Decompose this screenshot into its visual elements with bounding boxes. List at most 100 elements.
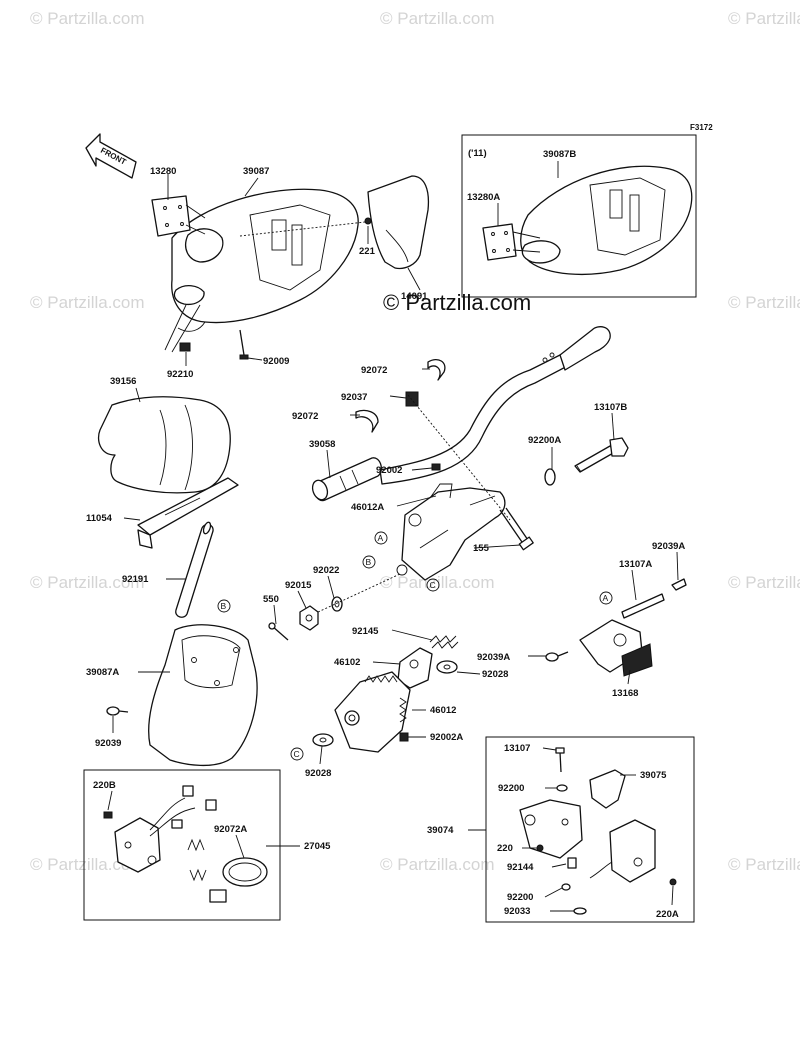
- cover-39156: [97, 396, 231, 494]
- ref-circle-a: A: [374, 531, 388, 545]
- part-label: 92200A: [528, 435, 561, 446]
- figure-code: F3172: [690, 123, 713, 132]
- spring-icon: [187, 838, 207, 882]
- steering-holder-46012A: [396, 483, 506, 581]
- lower-cover-39087A: [148, 624, 258, 767]
- leader-line: [512, 231, 541, 239]
- wire: [149, 797, 186, 831]
- watermark-text: © Partzilla.com: [728, 855, 800, 874]
- part-label: 92028: [482, 669, 508, 680]
- leader-line: [512, 249, 541, 253]
- part-label: 13107: [504, 743, 530, 754]
- part-label: 92009: [263, 356, 289, 367]
- part-label: 13168: [612, 688, 638, 699]
- pipe-92191: [175, 521, 214, 618]
- part-label: 92037: [341, 392, 367, 403]
- switch-assembly-box-27045: [83, 769, 281, 921]
- leader-line: [407, 394, 511, 521]
- ref-circle-c2: C: [290, 747, 304, 761]
- leader-line: [171, 304, 201, 353]
- part-label: 220A: [656, 909, 679, 920]
- part-label: 92200: [498, 783, 524, 794]
- part-label: 92072: [361, 365, 387, 376]
- clamp-92072-mid: [355, 409, 379, 433]
- part-label: 27045: [304, 841, 331, 852]
- watermark-text: © Partzilla.com: [728, 9, 800, 28]
- grip-39058: [311, 457, 382, 502]
- screw-92039: [106, 706, 129, 716]
- bolt-155: [499, 507, 534, 551]
- part-label: 39058: [309, 439, 335, 450]
- part-label: 220B: [93, 780, 116, 791]
- part-label: 92072: [292, 411, 318, 422]
- part-label: 92210: [167, 369, 193, 380]
- switch-220B: [103, 811, 161, 873]
- leader-line: [239, 221, 366, 237]
- screw-221: [364, 217, 372, 225]
- fitting-92037: [405, 391, 419, 407]
- part-label: 39156: [110, 376, 136, 387]
- switch-assembly-box-39074: [485, 736, 695, 923]
- clip-92210: [179, 342, 191, 352]
- clamp-92072A: [209, 857, 268, 903]
- part-label: 39087: [243, 166, 269, 177]
- watermark-layer: © Partzilla.com © Partzilla.com © Partzi…: [30, 9, 800, 874]
- part-label: 92039A: [652, 541, 685, 552]
- washer-92200-top: [556, 784, 568, 792]
- pin-550: [268, 622, 289, 641]
- steering-cover-39087: [171, 188, 359, 332]
- handlebar-assembly: [379, 326, 611, 485]
- part-label: 11054: [86, 513, 113, 524]
- part-label: 13280: [150, 166, 176, 177]
- part-label: 46102: [334, 657, 360, 668]
- ref-letter-c: C: [294, 749, 300, 759]
- cover-39075: [589, 769, 626, 809]
- part-label: 550: [263, 594, 279, 605]
- washer-92022: [331, 596, 343, 612]
- clamp-92072-top: [427, 358, 446, 381]
- screw-220: [536, 844, 544, 852]
- screw-92009: [239, 329, 249, 360]
- ref-circle-c: C: [426, 578, 440, 592]
- watermark-text: © Partzilla.com: [30, 9, 145, 28]
- ref-letter-a: A: [378, 533, 384, 543]
- part-label: 220: [497, 843, 513, 854]
- washer-92200-bottom: [561, 883, 571, 891]
- ref-letter-b: B: [366, 557, 372, 567]
- part-label: 13107B: [594, 402, 627, 413]
- part-label: 92039: [95, 738, 121, 749]
- screw-92039A-mid: [545, 651, 569, 662]
- leader-line: [164, 304, 187, 351]
- plate-13280A: [482, 223, 517, 261]
- leader-line: [185, 204, 206, 219]
- ref-letter-b: B: [221, 601, 227, 611]
- washer-92200A: [544, 468, 556, 486]
- part-label: 92002: [376, 465, 402, 476]
- part-label: 39075: [640, 770, 667, 781]
- watermark-text: © Partzilla.com: [380, 573, 495, 592]
- inset-box-2011: [461, 134, 697, 298]
- bolt-92002A: [399, 732, 409, 742]
- cover-14091: [367, 175, 430, 270]
- ref-circle-a2: A: [599, 591, 613, 605]
- bolt-13107: [555, 747, 565, 773]
- part-label: 92033: [504, 906, 530, 917]
- part-label: 39087B: [543, 149, 576, 160]
- pin-13107A: [621, 593, 665, 619]
- washer-92033: [573, 907, 587, 915]
- part-label: 13280A: [467, 192, 500, 203]
- watermark-text: © Partzilla.com: [380, 855, 495, 874]
- part-label: 13107A: [619, 559, 652, 570]
- part-label: 92015: [285, 580, 312, 591]
- plate-13280: [151, 195, 191, 237]
- part-label: 39074: [427, 825, 454, 836]
- part-label: 155: [473, 543, 490, 554]
- leader-line: [317, 573, 401, 613]
- watermark-text: © Partzilla.com: [30, 855, 145, 874]
- part-label: 39087A: [86, 667, 119, 678]
- part-label: 92144: [507, 862, 534, 873]
- spring-92144: [567, 857, 577, 869]
- front-arrow-icon: FRONT: [85, 133, 137, 179]
- bolt-92002: [431, 463, 441, 471]
